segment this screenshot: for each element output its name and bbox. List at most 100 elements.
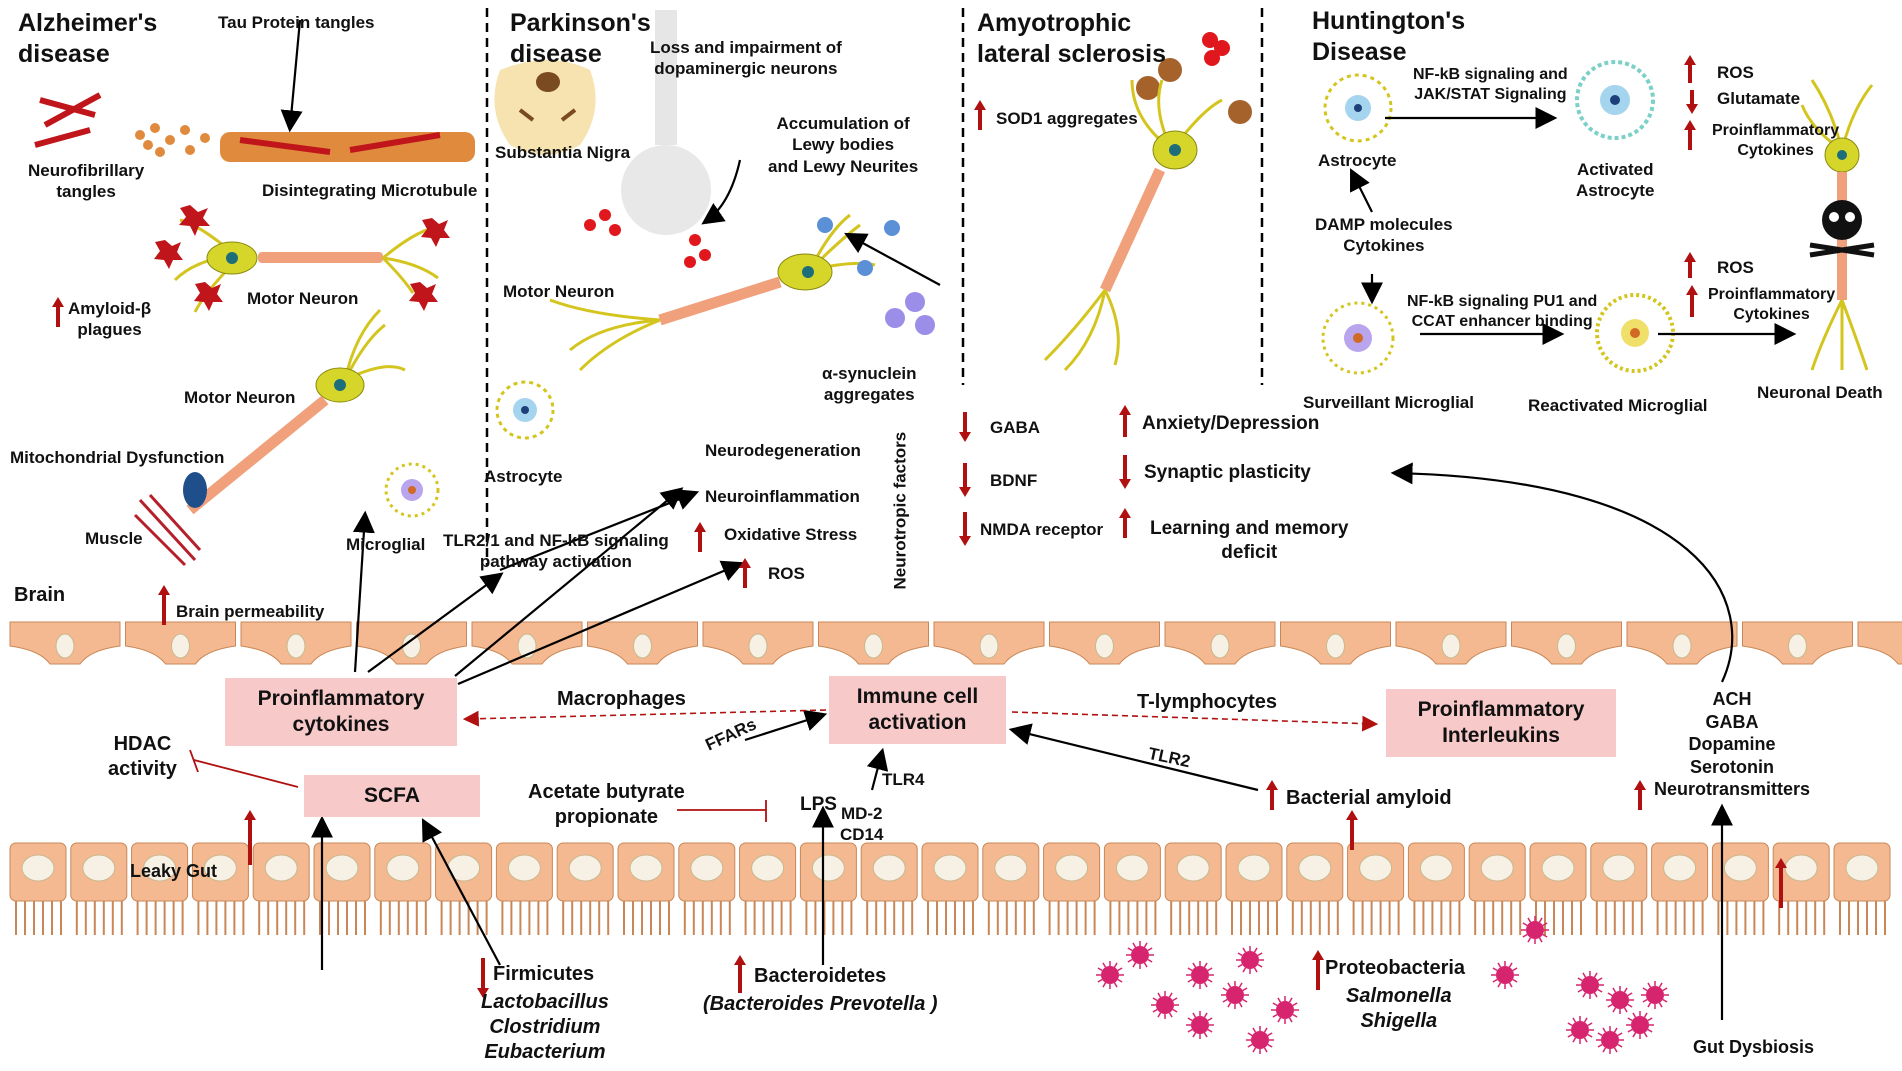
- pd-motor-neuron: [549, 213, 935, 372]
- pd-motor-neuron-label: Motor Neuron: [503, 282, 615, 301]
- arrow-shaft: [1690, 293, 1694, 317]
- arrow-head: [739, 558, 751, 568]
- arrow-head: [244, 810, 256, 820]
- macrophages-label: Macrophages: [557, 688, 686, 710]
- bacterium-pilus: [1203, 962, 1208, 968]
- bacterium: [1596, 1026, 1624, 1054]
- scfa-label: SCFA: [304, 775, 480, 817]
- down-arrow-icon: [1686, 90, 1698, 114]
- bacterium-body: [1251, 1031, 1269, 1049]
- bacterium-pilus: [1627, 1003, 1633, 1008]
- bacterium-pilus: [1187, 967, 1193, 972]
- gut-cell-nucleus: [264, 854, 298, 882]
- bacterium-pilus: [1147, 958, 1153, 963]
- ffars-label: FFARs: [702, 714, 760, 755]
- bacterium-pilus: [1632, 1012, 1637, 1018]
- bacterium-pilus: [1593, 972, 1598, 978]
- interleukins-label: Proinflammatory Interleukins: [1386, 689, 1616, 757]
- anxiety-label: Anxiety/Depression: [1142, 413, 1320, 434]
- down-arrow-icon: [959, 463, 971, 497]
- pd-microglial: [384, 462, 440, 518]
- arrow-head: [734, 955, 746, 965]
- bacterium-body: [1241, 951, 1259, 969]
- synaptic-label: Synaptic plasticity: [1144, 462, 1311, 483]
- bacterium-pilus: [1272, 1002, 1278, 1007]
- bacterium-pilus: [1647, 982, 1652, 988]
- bacterium-pilus: [1542, 933, 1548, 938]
- brain-cell-nucleus: [1441, 633, 1461, 659]
- bacterium-body: [1646, 986, 1664, 1004]
- bacterium: [1626, 1011, 1654, 1039]
- pathway-arrows: [280, 19, 1797, 1020]
- ros-label: ROS: [768, 564, 805, 583]
- bacterium-pilus: [1252, 1047, 1257, 1053]
- bacterium-pilus: [1207, 1028, 1213, 1033]
- bacterium-pilus: [1577, 977, 1583, 982]
- bacterium-pilus: [1257, 952, 1263, 957]
- arrow-head: [1775, 858, 1787, 868]
- arrow-shaft: [248, 818, 252, 865]
- neurotransmitters-label: ACH GABA Dopamine Serotonin Neurotransmi…: [1654, 689, 1811, 799]
- lewy-label: Accumulation of Lewy bodies and Lewy Neu…: [768, 114, 919, 176]
- bacterium-pilus: [1627, 1017, 1633, 1022]
- arrow-shaft: [1688, 260, 1692, 278]
- arrow-shaft: [1690, 90, 1694, 106]
- arrow-shaft: [162, 593, 166, 625]
- proinflammatory-cytokines-label: Proinflammatory cytokines: [225, 678, 457, 746]
- arrow-head: [959, 432, 971, 442]
- brain-cell-nucleus: [1788, 633, 1807, 659]
- lps-label: LPS: [800, 794, 837, 815]
- bacterium: [1521, 916, 1549, 944]
- bacterium-pilus: [1602, 1047, 1607, 1053]
- pd-astrocyte-label: Astrocyte: [484, 467, 563, 486]
- hd-astrocyte-label: Astrocyte: [1318, 151, 1397, 170]
- bacterium-pilus: [1508, 982, 1513, 988]
- loss-label: Loss and impairment of dopaminergic neur…: [650, 38, 842, 79]
- bacterium-pilus: [1597, 977, 1603, 982]
- up-arrow-icon: [244, 810, 256, 865]
- bacterium-pilus: [1527, 917, 1532, 923]
- firmicutes-species: Lactobacillus Clostridium Eubacterium: [481, 991, 609, 1063]
- md2-label: MD-2 CD14: [840, 804, 884, 845]
- bacterium-pilus: [1157, 992, 1162, 998]
- bacterium-pilus: [1288, 1017, 1293, 1023]
- bacteria-cluster: [1096, 916, 1669, 1054]
- tlymph-label: T-lymphocytes: [1137, 691, 1278, 713]
- bacterium-pilus: [1203, 1012, 1208, 1018]
- gut-cell-nucleus: [1480, 854, 1514, 882]
- bacterium-body: [1191, 966, 1209, 984]
- brain-cell-nucleus: [1095, 633, 1114, 659]
- hd-activated-astrocyte: [1575, 60, 1655, 140]
- up-arrow-icon: [739, 558, 751, 588]
- gut-cell-nucleus: [690, 854, 724, 882]
- bacterium-pilus: [1612, 1007, 1617, 1013]
- bacterium-pilus: [1642, 987, 1648, 992]
- neurodegeneration-label: Neurodegeneration: [705, 441, 861, 460]
- bacterium-pilus: [1242, 947, 1247, 953]
- arrow-head: [52, 297, 64, 307]
- gut-cell-nucleus: [1298, 854, 1332, 882]
- down-arrow-icon: [959, 512, 971, 546]
- bacterium-pilus: [1643, 1012, 1648, 1018]
- bacterium: [1491, 961, 1519, 989]
- bacterium-pilus: [1492, 978, 1498, 983]
- up-arrow-icon: [158, 585, 170, 625]
- arrow-shaft: [963, 412, 967, 434]
- bacterium-pilus: [1607, 992, 1613, 997]
- arrow-shaft: [738, 963, 742, 993]
- bacterium-pilus: [1538, 937, 1543, 943]
- bacterium-pilus: [1143, 962, 1148, 968]
- bacterium: [1641, 981, 1669, 1009]
- brain-cell-nucleus: [633, 633, 652, 659]
- arrow-shaft: [1123, 455, 1127, 481]
- bacterium-pilus: [1242, 967, 1247, 973]
- arrow-shaft: [963, 463, 967, 489]
- bacterium-pilus: [1263, 1047, 1268, 1053]
- gut-cell-nucleus: [629, 854, 663, 882]
- brain-cell-nucleus: [1557, 633, 1576, 659]
- bacterium-pilus: [1207, 978, 1213, 983]
- bacterium-pilus: [1617, 1032, 1623, 1037]
- bacterium-body: [1156, 996, 1174, 1014]
- bacterium: [1096, 961, 1124, 989]
- up-arrow-icon: [1312, 950, 1324, 990]
